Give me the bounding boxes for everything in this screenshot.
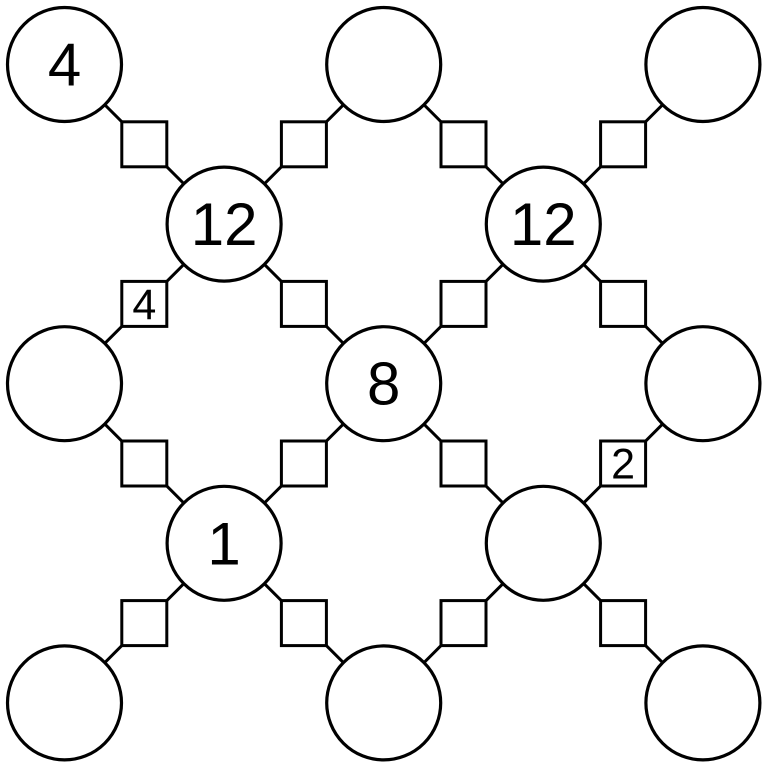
circle-cell-r3c3[interactable] — [484, 484, 602, 602]
circle-cell-r1c1 — [165, 165, 283, 283]
edge-square-0[interactable] — [120, 120, 169, 169]
circle-value-r0c0: 4 — [48, 32, 81, 99]
edge-square-3[interactable] — [599, 120, 648, 169]
circle-cell-r4c0[interactable] — [5, 644, 124, 762]
circle-cell-r4c2[interactable] — [325, 644, 443, 762]
edge-square-12[interactable] — [120, 599, 169, 648]
edge-square-2[interactable] — [439, 120, 488, 169]
circle-cell-r3c1 — [165, 484, 283, 602]
edge-square-13[interactable] — [279, 599, 328, 648]
circle-cell-r0c0 — [5, 5, 124, 124]
edge-square-1[interactable] — [279, 120, 328, 169]
circle-cell-r2c0[interactable] — [5, 325, 124, 443]
edge-square-6[interactable] — [439, 279, 488, 328]
edge-square-9[interactable] — [279, 439, 328, 488]
edge-square-15[interactable] — [599, 599, 648, 648]
circle-value-r1c3: 12 — [510, 191, 577, 258]
edge-square-11 — [599, 439, 648, 488]
circle-cell-r2c4[interactable] — [644, 325, 762, 443]
circle-cell-r4c4[interactable] — [644, 644, 762, 762]
edge-square-4 — [120, 279, 169, 328]
circle-cell-r2c2 — [325, 325, 443, 443]
square-value-4: 4 — [132, 281, 156, 329]
square-value-11: 2 — [611, 441, 635, 489]
edge-square-14[interactable] — [439, 599, 488, 648]
circle-value-r3c1: 1 — [207, 510, 240, 577]
circle-cell-r1c3 — [484, 165, 602, 283]
edge-square-5[interactable] — [279, 279, 328, 328]
edge-square-10[interactable] — [439, 439, 488, 488]
edge-square-7[interactable] — [599, 279, 648, 328]
circle-cell-r0c4[interactable] — [644, 5, 762, 124]
edge-square-8[interactable] — [120, 439, 169, 488]
circle-value-r1c1: 12 — [191, 191, 258, 258]
circle-value-r2c2: 8 — [367, 351, 400, 418]
circle-cell-r0c2[interactable] — [325, 5, 443, 124]
